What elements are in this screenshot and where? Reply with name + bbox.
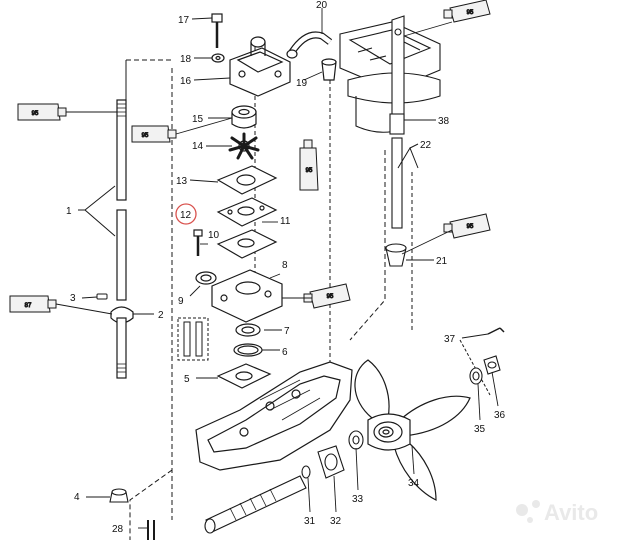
impeller-14 [228,132,260,160]
guide-lines [125,40,491,540]
callout-9: 9 [178,296,184,307]
prop-shaft [205,475,307,533]
cotter-pin-37 [487,327,505,335]
callout-4: 4 [74,492,80,503]
callout-6: 6 [282,347,288,358]
callout-2: 2 [158,310,164,321]
propeller-34 [354,359,471,501]
svg-text:95: 95 [327,294,334,300]
callout-22: 22 [420,140,432,151]
plate-12 [216,197,278,227]
lube-tube-left-shaft: 95 [17,103,67,121]
svg-text:95: 95 [306,168,313,174]
bracket-1 [78,185,116,237]
bearing-detail [177,317,209,361]
callout-21: 21 [436,256,448,267]
svg-text:95: 95 [467,10,474,16]
bolt-10-head [193,229,203,237]
callout-12: 12 [180,210,192,221]
lube-tube-top-right: 95 [443,0,491,23]
drive-shaft-upper [116,99,127,201]
gearcase [195,361,353,471]
lube-tube-pump-base: 95 [303,283,351,309]
pump-base-8 [211,269,283,323]
gasket-5 [216,363,272,389]
lube-tube-impeller: 95 [131,125,177,143]
watermark-text: Avito [544,500,598,525]
callout-36: 36 [494,410,506,421]
clip-31 [301,465,311,479]
tube-20-end [286,49,298,59]
drive-shaft-lower [116,317,127,379]
prop-hardware [301,327,505,479]
spacer-38 [389,113,405,135]
callout-1: 1 [66,206,72,217]
prop-blade-right [399,395,471,437]
lubricant-tubes: 95 95 95 95 95 95 87 [9,0,491,313]
callout-15: 15 [192,114,204,125]
water-tube-assembly [286,31,337,81]
callout-35: 35 [474,424,486,435]
drive-shaft-middle [116,209,127,301]
callout-38: 38 [438,116,450,127]
watermark: Avito [516,500,598,525]
callout-32: 32 [330,516,342,527]
bolt-17-head [211,13,223,23]
callout-19: 19 [296,78,308,89]
gearcase-body [195,361,353,471]
callout-7: 7 [284,326,290,337]
shift-rod-assembly [385,113,407,267]
svg-text:95: 95 [467,224,474,230]
callout-labels: 17 18 16 15 14 13 12 11 10 9 8 7 6 5 4 3… [66,0,506,535]
lube-tube-left-lower: 87 [9,295,57,313]
callout-11: 11 [280,216,291,227]
leader-lines [55,8,499,529]
callout-17: 17 [178,15,190,26]
prop-blade-lower [393,441,437,501]
callout-14: 14 [192,141,204,152]
callout-8: 8 [282,260,288,271]
callout-5: 5 [184,374,190,385]
bracket-22 [397,143,419,169]
pump-outlet [250,36,266,48]
callout-13: 13 [176,176,188,187]
guide-line-bottom [129,469,173,540]
propeller-shaft [147,475,307,540]
callout-20: 20 [316,0,328,11]
guide-line-nut [459,339,491,396]
callout-16: 16 [180,76,192,87]
callout-10: 10 [208,230,220,241]
gear-32 [317,445,345,479]
gasket-11 [216,229,278,259]
prop-blade-upper [354,359,390,419]
svg-text:95: 95 [32,111,39,117]
pump-housing-16 [229,47,291,97]
lube-tube-right-mid: 95 [443,213,491,239]
callout-33: 33 [352,494,364,505]
svg-text:95: 95 [142,133,149,139]
gasket-13 [216,165,278,195]
nut-36 [483,355,501,375]
lube-tube-center: 95 [299,139,319,191]
shift-rod-22 [391,137,403,229]
callout-18: 18 [180,54,192,65]
nut-4 [109,488,129,503]
guide-line-right [349,150,386,341]
upper-housing [339,15,441,133]
callout-34: 34 [408,478,420,489]
water-pump-assembly [193,13,291,389]
callout-37: 37 [444,334,456,345]
drive-shaft [110,99,134,379]
pin-part-3 [96,293,108,300]
svg-text:87: 87 [25,303,32,309]
callout-28: 28 [112,524,124,535]
callout-3: 3 [70,293,76,304]
highlight-circle-12 [175,203,197,225]
callout-31: 31 [304,516,316,527]
